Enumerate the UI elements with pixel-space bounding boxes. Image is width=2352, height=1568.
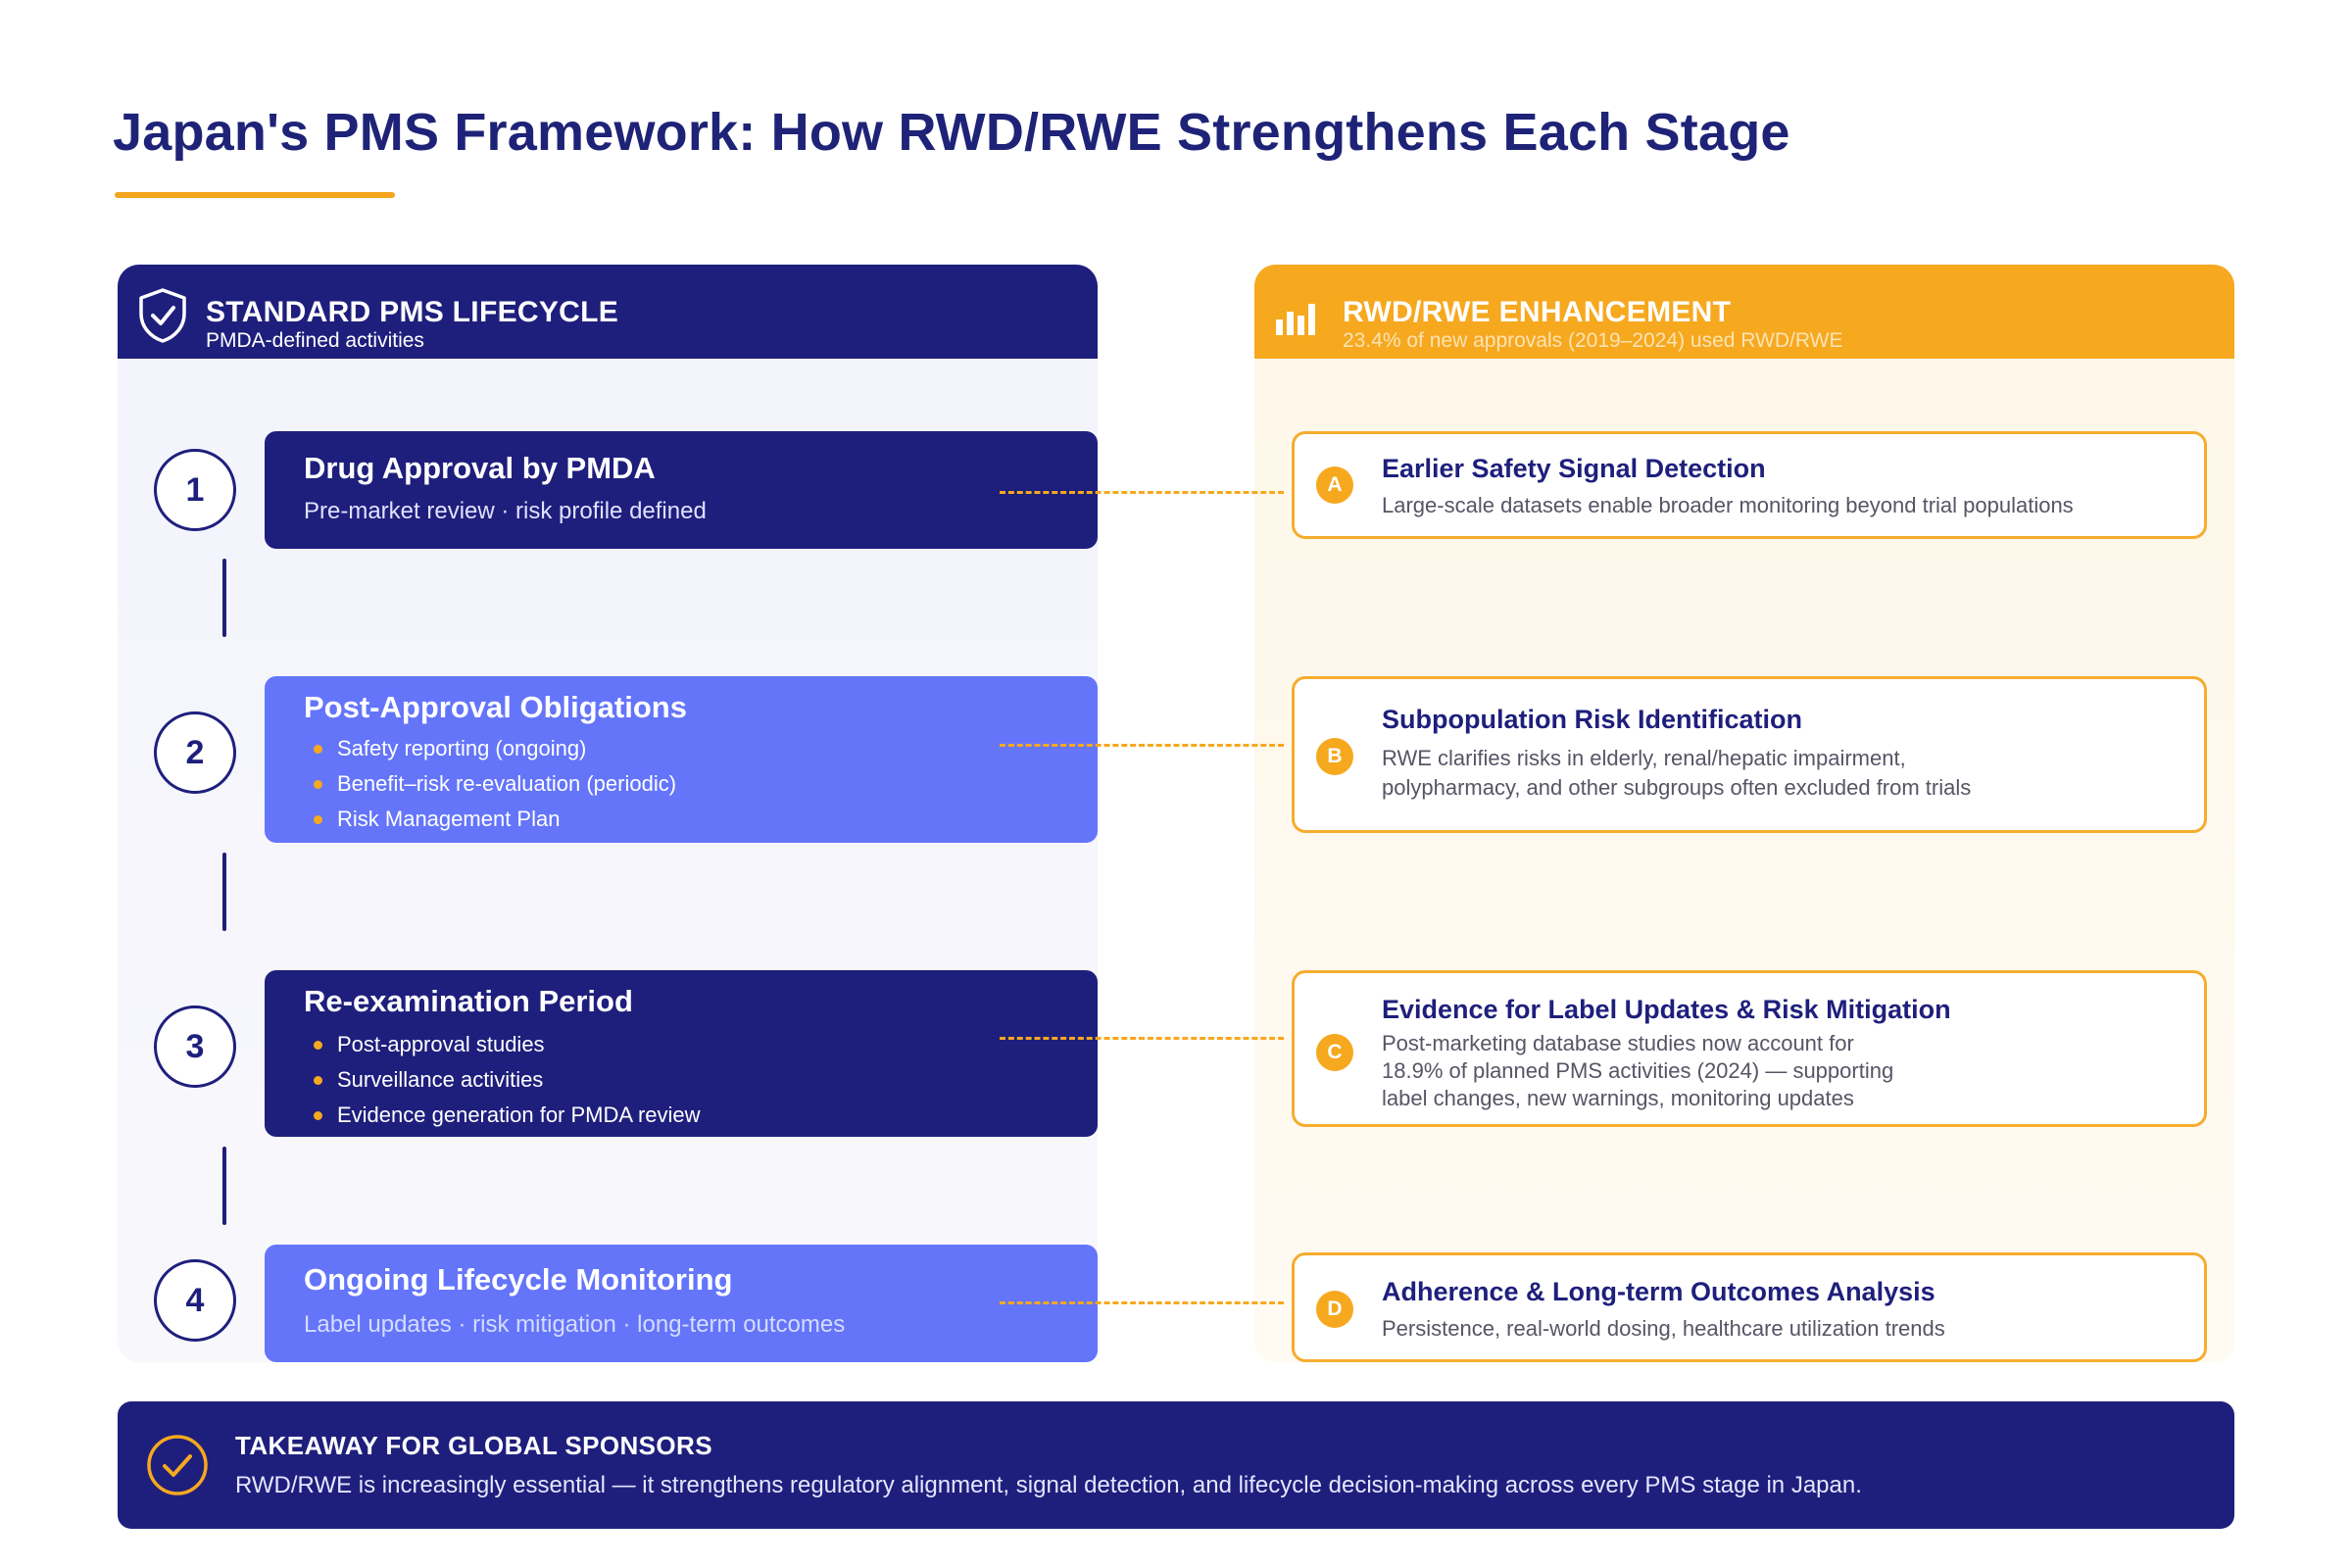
step-card-re-examination: Re-examination Period Post-approval stud…	[265, 970, 1098, 1137]
step-bullet: Evidence generation for PMDA review	[314, 1098, 701, 1133]
enhancement-card-b: B Subpopulation Risk Identification RWE …	[1292, 676, 2207, 833]
check-circle-icon	[147, 1435, 208, 1495]
page-title: Japan's PMS Framework: How RWD/RWE Stren…	[113, 103, 1790, 162]
enhancement-badge: A	[1316, 466, 1353, 504]
step-subtitle: Pre-market review · risk profile defined	[304, 498, 707, 524]
lifecycle-panel-title: STANDARD PMS LIFECYCLE	[206, 296, 619, 328]
lifecycle-panel-header: STANDARD PMS LIFECYCLE PMDA-defined acti…	[118, 265, 1098, 359]
bar-chart-icon	[1276, 304, 1315, 335]
step-card-drug-approval: Drug Approval by PMDA Pre-market review …	[265, 431, 1098, 549]
step-number-2: 2	[154, 711, 236, 794]
step-card-lifecycle-monitoring: Ongoing Lifecycle Monitoring Label updat…	[265, 1245, 1098, 1362]
enhancement-card-d: D Adherence & Long-term Outcomes Analysi…	[1292, 1252, 2207, 1362]
step-number-4: 4	[154, 1259, 236, 1342]
step-bullet: Surveillance activities	[314, 1062, 701, 1098]
enhancement-title: Subpopulation Risk Identification	[1382, 705, 1802, 734]
enhancement-panel-title: RWD/RWE ENHANCEMENT	[1343, 296, 1732, 328]
dashed-connector	[1000, 1301, 1284, 1304]
enhancement-description: Post-marketing database studies now acco…	[1382, 1030, 2166, 1112]
enhancement-title: Adherence & Long-term Outcomes Analysis	[1382, 1277, 1936, 1306]
lifecycle-panel-subtitle: PMDA-defined activities	[206, 329, 424, 352]
step-bullet: Safety reporting (ongoing)	[314, 731, 676, 766]
step-bullet: Benefit–risk re-evaluation (periodic)	[314, 766, 676, 802]
step-title: Ongoing Lifecycle Monitoring	[304, 1262, 733, 1297]
takeaway-title: TAKEAWAY FOR GLOBAL SPONSORS	[235, 1431, 712, 1460]
enhancement-description: Persistence, real-world dosing, healthca…	[1382, 1316, 1945, 1341]
step-title: Drug Approval by PMDA	[304, 451, 656, 485]
dashed-connector	[1000, 491, 1284, 494]
step-title: Post-Approval Obligations	[304, 690, 687, 724]
enhancement-title: Evidence for Label Updates & Risk Mitiga…	[1382, 995, 1951, 1024]
enhancement-badge: C	[1316, 1034, 1353, 1071]
enhancement-description-line: RWE clarifies risks in elderly, renal/he…	[1382, 746, 1906, 770]
step-subtitle: Label updates · risk mitigation · long-t…	[304, 1311, 846, 1338]
enhancement-description-line: label changes, new warnings, monitoring …	[1382, 1086, 1854, 1110]
enhancement-card-a: A Earlier Safety Signal Detection Large-…	[1292, 431, 2207, 539]
title-underline	[115, 192, 395, 198]
step-number-3: 3	[154, 1005, 236, 1088]
step-bullet-list: Post-approval studies Surveillance activ…	[314, 1027, 701, 1133]
step-number-1: 1	[154, 449, 236, 531]
step-bullet: Risk Management Plan	[314, 802, 676, 837]
enhancement-card-c: C Evidence for Label Updates & Risk Miti…	[1292, 970, 2207, 1127]
step-connector	[222, 1147, 226, 1225]
takeaway-banner: TAKEAWAY FOR GLOBAL SPONSORS RWD/RWE is …	[118, 1401, 2234, 1529]
enhancement-panel-subtitle: 23.4% of new approvals (2019–2024) used …	[1343, 329, 1843, 352]
step-connector	[222, 853, 226, 931]
step-connector	[222, 559, 226, 637]
enhancement-description-line: Post-marketing database studies now acco…	[1382, 1031, 1854, 1055]
step-bullet-list: Safety reporting (ongoing) Benefit–risk …	[314, 731, 676, 837]
step-card-post-approval: Post-Approval Obligations Safety reporti…	[265, 676, 1098, 843]
enhancement-description-line: polypharmacy, and other subgroups often …	[1382, 775, 1972, 800]
enhancement-badge: B	[1316, 738, 1353, 775]
dashed-connector	[1000, 744, 1284, 747]
dashed-connector	[1000, 1037, 1284, 1040]
enhancement-title: Earlier Safety Signal Detection	[1382, 454, 1766, 483]
step-bullet: Post-approval studies	[314, 1027, 701, 1062]
enhancement-description: Large-scale datasets enable broader moni…	[1382, 493, 2074, 517]
enhancement-description-line: 18.9% of planned PMS activities (2024) —…	[1382, 1058, 1894, 1083]
enhancement-panel-header: RWD/RWE ENHANCEMENT 23.4% of new approva…	[1254, 265, 2234, 359]
enhancement-description: RWE clarifies risks in elderly, renal/he…	[1382, 744, 2166, 803]
shield-check-icon	[139, 288, 186, 343]
takeaway-text: RWD/RWE is increasingly essential — it s…	[235, 1472, 1862, 1498]
enhancement-badge: D	[1316, 1291, 1353, 1328]
step-title: Re-examination Period	[304, 984, 633, 1018]
